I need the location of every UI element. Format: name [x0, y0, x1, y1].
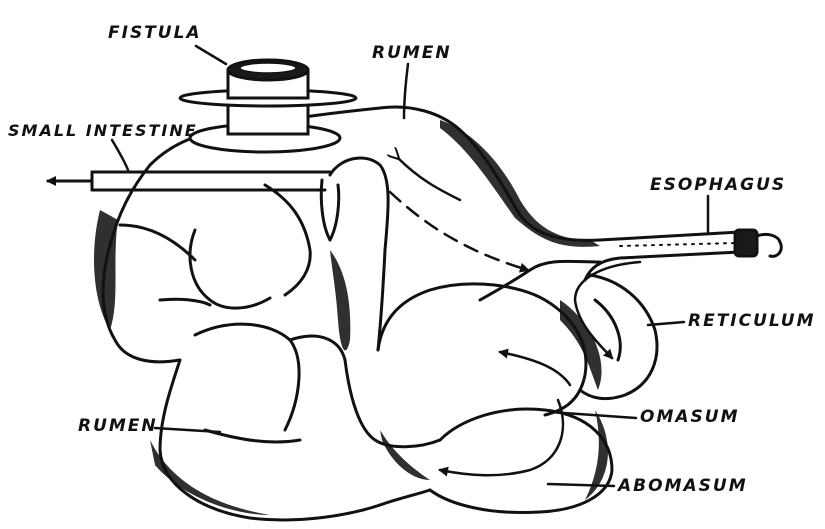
- central-shadow: [330, 250, 350, 350]
- rumen-top-leader: [404, 64, 408, 118]
- small-intestine-leader: [112, 140, 128, 170]
- esophagus-lower-outline-2: [585, 252, 740, 280]
- label-abomasum: ABOMASUM: [616, 476, 748, 496]
- rumen-fold-1: [120, 225, 195, 260]
- rumen-ventral-outline: [160, 360, 380, 520]
- rumen-bottom-shadow: [150, 440, 270, 515]
- omasum-flow-arrow: [500, 352, 570, 385]
- rumen-flow-arrow: [398, 158, 460, 200]
- small-intestine-tube: [48, 172, 330, 190]
- abomasum-outline: [430, 409, 612, 513]
- organ-outlines: [103, 107, 740, 520]
- abomasum-leader: [548, 484, 614, 486]
- rumen-fold-4: [160, 299, 210, 305]
- label-rumen-left: RUMEN: [78, 416, 158, 436]
- abomasum-join: [380, 490, 430, 505]
- omasum-lower-outline: [345, 360, 440, 447]
- label-esophagus: ESOPHAGUS: [650, 175, 786, 195]
- omasum-outline: [378, 284, 586, 415]
- label-reticulum: RETICULUM: [688, 311, 816, 331]
- fistula-cap-top: [240, 63, 296, 73]
- fistula-leader: [196, 46, 226, 64]
- esophagus-end-cap: [735, 230, 757, 256]
- label-fistula: FISTULA: [108, 23, 202, 43]
- esophagus-dots: [620, 243, 735, 246]
- rumen-ventral-fold-1: [195, 324, 299, 430]
- esophagus-stub: [757, 234, 781, 256]
- labels: FISTULA RUMEN SMALL INTESTINE ESOPHAGUS …: [8, 23, 816, 496]
- rumen-fold-3: [265, 185, 310, 295]
- shading: [94, 120, 608, 515]
- label-rumen-top: RUMEN: [372, 43, 452, 63]
- label-small-intestine: SMALL INTESTINE: [8, 121, 198, 140]
- rumen-top-shadow: [440, 120, 600, 247]
- reticulum-inner: [595, 300, 620, 360]
- reticulum-shadow: [560, 300, 602, 390]
- label-omasum: OMASUM: [640, 407, 740, 427]
- rumen-fold-2: [190, 230, 270, 308]
- esophagus-lower-outline: [480, 261, 600, 300]
- fistula-cannula: [180, 60, 356, 152]
- omasum-shadow: [380, 430, 430, 480]
